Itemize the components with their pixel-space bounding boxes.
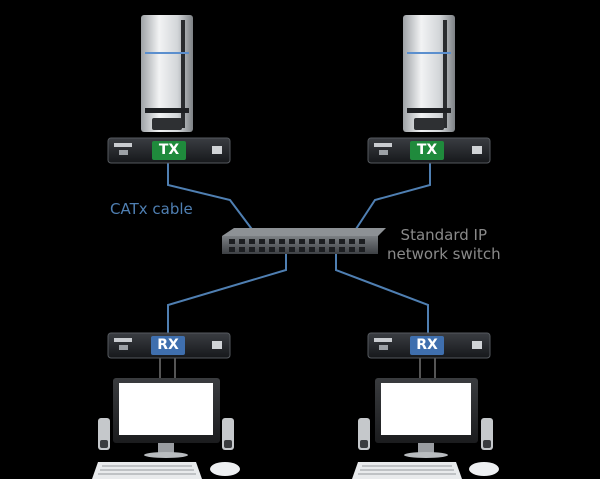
monitor-screen-left bbox=[119, 383, 213, 435]
mouse-left bbox=[210, 462, 240, 476]
cable-rx-right bbox=[335, 244, 429, 333]
switch-label: Standard IP network switch bbox=[387, 226, 501, 264]
workstation-left bbox=[92, 378, 240, 479]
rx-monitor-links bbox=[159, 358, 436, 378]
rx-badge-right: RX bbox=[410, 336, 444, 355]
mouse-right bbox=[469, 462, 499, 476]
switch-label-line2: network switch bbox=[387, 245, 501, 263]
tx-badge-left: TX bbox=[152, 141, 186, 160]
cable-label: CATx cable bbox=[110, 200, 193, 218]
computer-tower-right bbox=[403, 15, 455, 132]
monitor-screen-right bbox=[381, 383, 471, 435]
rx-badge-left: RX bbox=[151, 336, 185, 355]
computer-tower-left bbox=[141, 15, 193, 132]
cable-rx-left bbox=[167, 244, 287, 333]
switch-label-line1: Standard IP bbox=[400, 226, 488, 244]
tx-badge-right: TX bbox=[410, 141, 444, 160]
network-switch bbox=[222, 228, 386, 254]
workstation-right bbox=[352, 378, 499, 479]
